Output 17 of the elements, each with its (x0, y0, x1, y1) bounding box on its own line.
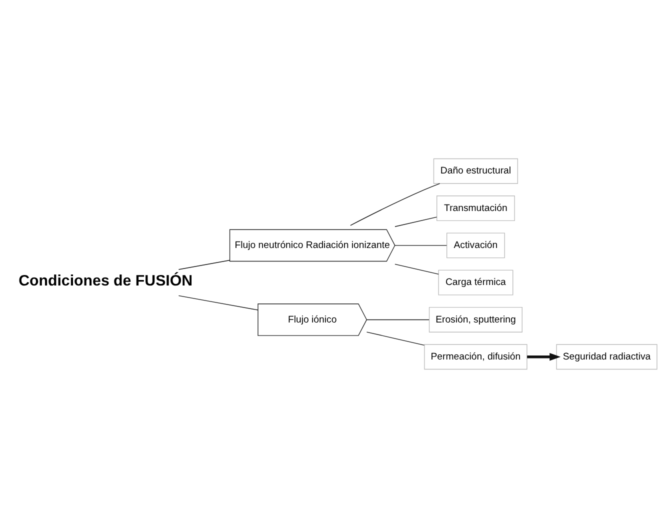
connector (394, 216, 438, 226)
connector (178, 294, 258, 310)
connector (366, 318, 430, 320)
node-box: Permeación, difusión (424, 344, 528, 370)
node-box: Seguridad radiactiva (556, 344, 658, 370)
connector (350, 182, 440, 226)
node-text: Condiciones de FUSIÓN (18, 272, 193, 290)
connector (394, 244, 447, 246)
node-box: Erosión, sputtering (428, 306, 522, 332)
node-box: Daño estructural (433, 158, 518, 184)
connector (394, 263, 439, 274)
node-box: Transmutación (436, 195, 515, 220)
arrow (527, 352, 561, 360)
node-box: Activación (446, 232, 505, 258)
connector (366, 331, 425, 346)
connector (178, 259, 230, 270)
node-box: Carga térmica (438, 269, 514, 295)
